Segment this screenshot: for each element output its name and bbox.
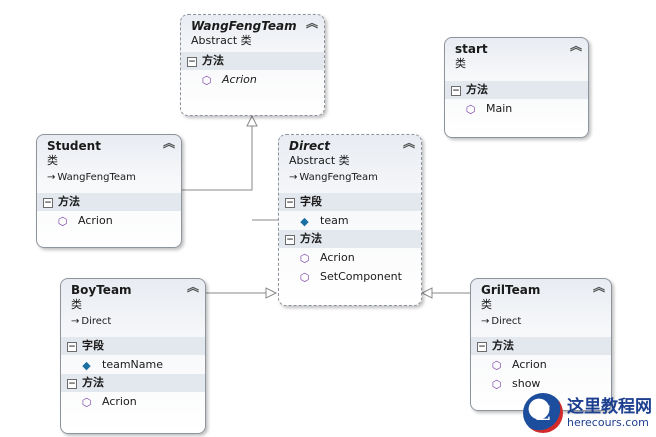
- base-class-label: →WangFengTeam: [47, 172, 136, 183]
- collapse-toggle-icon[interactable]: −: [285, 235, 295, 245]
- inherit-arrow-icon: →: [481, 316, 490, 327]
- method-item[interactable]: ⬡Main: [465, 102, 513, 116]
- class-kind: Abstract 类: [289, 154, 350, 167]
- method-cube-icon: ⬡: [465, 103, 476, 116]
- class-name: WangFengTeam: [191, 19, 297, 33]
- class-start[interactable]: start 类 ︽ −方法 ⬡Main: [444, 37, 589, 138]
- collapse-toggle-icon[interactable]: −: [477, 342, 487, 352]
- class-name: Direct: [289, 139, 330, 153]
- class-kind: Abstract 类: [191, 34, 252, 47]
- method-cube-icon: ⬡: [57, 215, 68, 228]
- field-item[interactable]: ◆teamName: [82, 358, 163, 372]
- collapse-chevron-icon[interactable]: ︽: [162, 136, 175, 150]
- method-cube-icon: ⬡: [299, 271, 310, 284]
- methods-section-header[interactable]: −方法: [61, 374, 205, 392]
- method-cube-icon: ⬡: [491, 359, 502, 372]
- collapse-toggle-icon[interactable]: −: [67, 342, 77, 352]
- class-kind: 类: [71, 298, 82, 311]
- collapse-toggle-icon[interactable]: −: [43, 198, 53, 208]
- inheritance-arrowhead-wangfengteam: [246, 114, 258, 127]
- methods-section-header[interactable]: −方法: [279, 230, 421, 248]
- method-cube-icon: ⬡: [299, 252, 310, 265]
- collapse-toggle-icon[interactable]: −: [67, 379, 77, 389]
- class-wangfengteam[interactable]: WangFengTeam Abstract 类 ︽ −方法 ⬡Acrion: [180, 14, 325, 116]
- fields-section-header[interactable]: −字段: [279, 193, 421, 211]
- method-item[interactable]: ⬡show: [491, 377, 541, 391]
- class-boyteam[interactable]: BoyTeam 类 →Direct ︽ −字段 ◆teamName −方法 ⬡A…: [60, 278, 206, 434]
- inherit-arrow-icon: →: [289, 172, 298, 183]
- class-kind: 类: [455, 57, 466, 70]
- student-to-wangfengteam-line: [182, 124, 253, 191]
- field-icon: ◆: [82, 359, 91, 372]
- method-item[interactable]: ⬡SetComponent: [299, 270, 402, 284]
- class-student[interactable]: Student 类 →WangFengTeam ︽ −方法 ⬡Acrion: [36, 134, 182, 248]
- collapse-chevron-icon[interactable]: ︽: [305, 16, 318, 30]
- method-item[interactable]: ⬡Acrion: [201, 73, 257, 87]
- watermark-title: 这里教程网: [567, 397, 652, 417]
- collapse-chevron-icon[interactable]: ︽: [402, 136, 415, 150]
- class-name: BoyTeam: [71, 283, 132, 297]
- inherit-arrow-icon: →: [71, 316, 80, 327]
- inherit-arrow-icon: →: [47, 172, 56, 183]
- inheritance-arrowhead-direct-left: [265, 287, 278, 299]
- methods-section-header[interactable]: −方法: [37, 193, 181, 211]
- collapse-toggle-icon[interactable]: −: [285, 198, 295, 208]
- method-cube-icon: ⬡: [491, 378, 502, 391]
- class-grilteam[interactable]: GrilTeam 类 →Direct ︽ −方法 ⬡Acrion ⬡show: [470, 278, 612, 411]
- class-name: GrilTeam: [481, 283, 541, 297]
- class-name: Student: [47, 139, 101, 153]
- methods-section-header[interactable]: −方法: [181, 52, 324, 70]
- method-cube-icon: ⬡: [201, 74, 212, 87]
- method-cube-icon: ⬡: [81, 396, 92, 409]
- base-class-label: →Direct: [71, 316, 112, 327]
- field-icon: ◆: [300, 215, 309, 228]
- method-item[interactable]: ⬡Acrion: [299, 251, 355, 265]
- watermark: Z 这里教程网 herecours.com: [523, 393, 652, 433]
- base-class-label: →Direct: [481, 316, 522, 327]
- fields-section-header[interactable]: −字段: [61, 337, 205, 355]
- watermark-url: herecours.com: [567, 416, 649, 429]
- collapse-toggle-icon[interactable]: −: [451, 86, 461, 96]
- method-item[interactable]: ⬡Acrion: [81, 395, 137, 409]
- class-name: start: [455, 42, 488, 56]
- collapse-chevron-icon[interactable]: ︽: [186, 280, 199, 294]
- class-kind: 类: [47, 154, 58, 167]
- methods-section-header[interactable]: −方法: [471, 337, 611, 355]
- site-logo-icon: Z: [523, 393, 563, 433]
- collapse-chevron-icon[interactable]: ︽: [569, 39, 582, 53]
- method-item[interactable]: ⬡Acrion: [491, 358, 547, 372]
- base-class-label: →WangFengTeam: [289, 172, 378, 183]
- method-item[interactable]: ⬡Acrion: [57, 214, 113, 228]
- class-direct[interactable]: Direct Abstract 类 →WangFengTeam ︽ −字段 ◆t…: [278, 134, 422, 306]
- collapse-toggle-icon[interactable]: −: [187, 57, 197, 67]
- methods-section-header[interactable]: −方法: [445, 81, 588, 99]
- collapse-chevron-icon[interactable]: ︽: [592, 280, 605, 294]
- class-kind: 类: [481, 298, 492, 311]
- field-item[interactable]: ◆team: [300, 214, 349, 228]
- inheritance-arrowhead-direct-right: [420, 287, 433, 299]
